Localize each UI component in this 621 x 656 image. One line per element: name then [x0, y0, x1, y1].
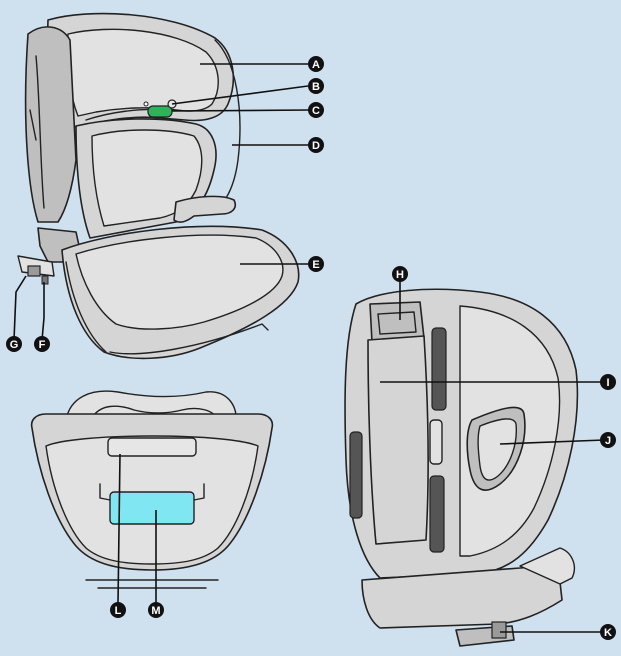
lower-vent	[429, 475, 445, 553]
front-view	[17, 12, 300, 360]
callout-e: E	[308, 256, 324, 272]
isofix-connector	[27, 265, 41, 277]
leader-c	[171, 109, 311, 112]
callout-c: C	[308, 102, 324, 118]
handle-bracket	[99, 483, 205, 501]
backrest-inner	[91, 129, 203, 227]
mid-slot	[429, 419, 443, 465]
headrest-block-inner	[377, 311, 417, 335]
callout-b: B	[308, 78, 324, 94]
callout-k-label: K	[604, 627, 612, 639]
leader-f	[41, 282, 45, 341]
isofix-latch	[491, 621, 507, 639]
callout-d-label: D	[312, 140, 320, 152]
armrest	[173, 195, 237, 223]
callout-i: I	[600, 374, 616, 390]
side-view	[344, 288, 579, 647]
callout-i-label: I	[606, 377, 609, 389]
recline-handle	[109, 491, 195, 525]
callout-k: K	[600, 624, 616, 640]
left-vent	[349, 431, 363, 519]
callout-f-label: F	[39, 339, 46, 351]
callout-e-label: E	[312, 259, 319, 271]
callout-b-label: B	[312, 81, 320, 93]
seat-side-edge	[65, 261, 107, 353]
callout-d: D	[308, 137, 324, 153]
callout-g-label: G	[10, 339, 19, 351]
side-base-step	[519, 547, 576, 585]
callout-j: J	[600, 432, 616, 448]
callout-h-label: H	[396, 269, 404, 281]
callout-l: L	[110, 602, 126, 618]
side-frame	[367, 335, 429, 545]
callout-g: G	[6, 336, 22, 352]
leader-l	[117, 453, 121, 605]
seat-cushion-top	[75, 234, 284, 330]
callout-a-label: A	[312, 59, 320, 71]
side-wing-left-slot	[29, 109, 37, 141]
leader-g	[13, 275, 27, 341]
callout-a: A	[308, 56, 324, 72]
callout-l-label: L	[115, 605, 122, 617]
back-base-line	[85, 579, 219, 589]
back-top-inner	[91, 405, 219, 421]
callout-m-label: M	[151, 605, 160, 617]
callout-f: F	[34, 336, 50, 352]
callout-h: H	[392, 266, 408, 282]
seat-front-edge	[109, 323, 269, 355]
handle-frame	[107, 437, 197, 457]
callout-c-label: C	[312, 105, 320, 117]
upper-vent	[431, 327, 447, 411]
leader-lines	[13, 63, 606, 633]
leader-b	[171, 85, 309, 105]
headrest-adjust-button	[147, 105, 173, 118]
side-wing-left	[24, 26, 77, 223]
release-indicator-dot	[143, 101, 149, 107]
side-protection-pad-inner	[477, 418, 517, 481]
isofix-release	[41, 275, 49, 285]
leader-j	[499, 439, 605, 445]
back-view	[30, 390, 274, 589]
side-wing-left-inner	[35, 55, 45, 209]
callout-m: M	[148, 602, 164, 618]
callout-j-label: J	[605, 435, 611, 447]
